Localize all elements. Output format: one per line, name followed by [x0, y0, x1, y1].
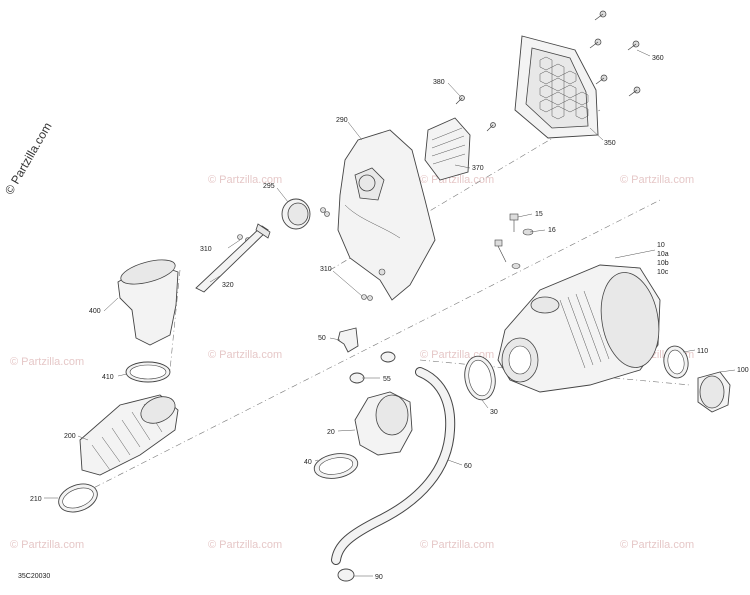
- honeycomb-screen-part: [514, 35, 599, 139]
- clamp-part-40: [313, 453, 359, 479]
- callout-label: 110: [697, 348, 708, 355]
- watermark: © Partzilla.com: [10, 356, 84, 368]
- callout-label: 200: [64, 433, 76, 440]
- callout-label: 350: [604, 140, 616, 147]
- callout-label: 15: [535, 211, 543, 218]
- cage-part-370: [424, 117, 471, 181]
- callout-label: 360: [652, 55, 664, 62]
- callout-label: 370: [472, 165, 484, 172]
- callout-label: 20: [327, 429, 335, 436]
- clamp-part-210: [58, 483, 98, 513]
- hose-part-60: [331, 367, 456, 565]
- watermark: © Partzilla.com: [620, 174, 694, 186]
- elbow-fitting-part-50: [337, 327, 359, 353]
- screw-parts-360: [589, 10, 641, 97]
- callout-label: 10: [657, 242, 665, 249]
- air-filter-housing-part-10: [497, 264, 661, 393]
- clamp-part-410: [125, 361, 171, 383]
- cap-part-295: [281, 198, 311, 230]
- callout-label: 16: [548, 227, 556, 234]
- watermark: © Partzilla.com: [208, 349, 282, 361]
- screw-part-380: [455, 95, 496, 132]
- callout-label: 55: [383, 376, 391, 383]
- adapter-part-20: [354, 391, 413, 456]
- clamp-part-30: [464, 355, 496, 401]
- watermark: © Partzilla.com: [620, 539, 694, 551]
- end-cap-part-100: [697, 371, 731, 413]
- callout-label: 320: [222, 282, 234, 289]
- callout-label: 50: [318, 335, 326, 342]
- callout-label: 10a: [657, 251, 669, 258]
- watermark: © Partzilla.com: [420, 539, 494, 551]
- callout-label: 380: [433, 79, 445, 86]
- bolt-parts-15-16: [494, 213, 534, 269]
- diagram-code: 35C20030: [18, 573, 51, 580]
- callout-label: 60: [464, 463, 472, 470]
- callout-label: 30: [490, 409, 498, 416]
- callout-label: 90: [375, 574, 383, 581]
- callout-label: 210: [30, 496, 42, 503]
- clamp-part-110: [663, 345, 689, 379]
- callout-label: 290: [336, 117, 348, 124]
- watermark: © Partzilla.com: [10, 539, 84, 551]
- callout-label: 10b: [657, 260, 669, 267]
- watermark: © Partzilla.com: [208, 539, 282, 551]
- callout-labels: 360 380 350 290 370 295 310 320 310 15 1…: [30, 55, 749, 581]
- callout-label: 40: [304, 459, 312, 466]
- callout-label: 295: [263, 183, 275, 190]
- strap-part-320: [195, 223, 271, 293]
- watermark: © Partzilla.com: [208, 174, 282, 186]
- housing-cover-part-290: [337, 129, 436, 301]
- leader-lines: [44, 49, 736, 577]
- callout-label: 410: [102, 374, 114, 381]
- callout-label: 400: [89, 308, 101, 315]
- callout-label: 310: [320, 266, 332, 273]
- callout-label: 310: [200, 246, 212, 253]
- callout-label: 100: [737, 367, 749, 374]
- watermark: © Partzilla.com: [420, 174, 494, 186]
- callout-label: 10c: [657, 269, 669, 276]
- clamp-part-90: [337, 568, 355, 582]
- bellows-hose-part-200: [79, 394, 179, 476]
- intake-duct-part-400: [117, 259, 179, 346]
